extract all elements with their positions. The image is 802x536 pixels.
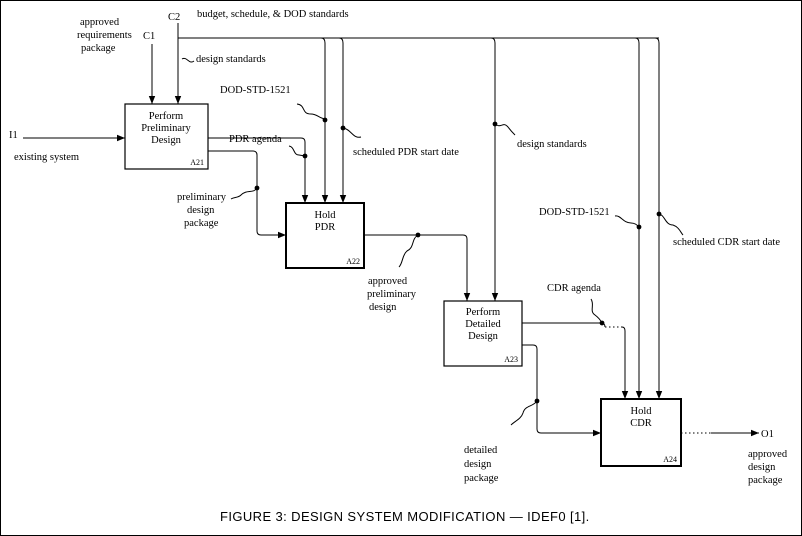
label-detailed-package-3: package (464, 473, 499, 484)
box-a24-line1: Hold (631, 406, 653, 417)
label-ties (181, 57, 684, 426)
label-dod-std-1: DOD-STD-1521 (220, 85, 291, 96)
label-approved-design-1: approved (748, 449, 788, 460)
label-approved-prelim-2: preliminary (367, 289, 417, 300)
box-a21-line2: Preliminary (141, 123, 191, 134)
figure-caption: FIGURE 3: DESIGN SYSTEM MODIFICATION — I… (220, 509, 590, 524)
label-approved-req-2: requirements (77, 30, 132, 41)
arrow-c2-a22-right (338, 37, 347, 203)
label-scheduled-cdr: scheduled CDR start date (673, 237, 780, 248)
box-a21-line3: Design (151, 135, 181, 146)
label-design-standards-1: design standards (196, 54, 266, 65)
activity-box-a22: Hold PDR A22 (285, 202, 365, 269)
arrow-cdr-agenda-a (522, 322, 606, 328)
squiggle-dod-2 (614, 215, 640, 228)
activity-box-a24: Hold CDR A24 (600, 398, 682, 467)
label-design-standards-2: design standards (517, 139, 587, 150)
label-cdr-agenda: CDR agenda (547, 283, 601, 294)
squiggle-cdr-agenda (590, 298, 603, 324)
dot-pdr-agenda (302, 153, 308, 159)
arrow-c2-a23 (490, 37, 499, 301)
activity-box-a23: Perform Detailed Design A23 (443, 300, 523, 367)
box-a23-line1: Perform (466, 307, 500, 318)
label-existing-system: existing system (14, 152, 79, 163)
label-c2: C2 (168, 12, 180, 23)
label-prelim-package-2: design (187, 205, 215, 216)
box-a22-line2: PDR (315, 222, 335, 233)
label-approved-req-3: package (81, 43, 116, 54)
label-dod-std-2: DOD-STD-1521 (539, 207, 610, 218)
label-detailed-package-1: detailed (464, 445, 498, 456)
label-approved-prelim-3: design (369, 302, 397, 313)
label-prelim-package-1: preliminary (177, 192, 227, 203)
label-approved-prelim-1: approved (368, 276, 408, 287)
box-a23-line2: Detailed (465, 319, 501, 330)
box-a24-line2: CDR (630, 418, 652, 429)
box-a21-node: A21 (190, 158, 204, 167)
arrow-c2-a24-left (634, 37, 643, 399)
squiggle-pdr-date (342, 127, 362, 138)
label-scheduled-pdr: scheduled PDR start date (353, 147, 459, 158)
label-approved-design-3: package (748, 475, 783, 486)
arrow-prelim-package (208, 150, 286, 239)
label-prelim-package-3: package (184, 218, 219, 229)
squiggle-design-std-2 (494, 123, 516, 136)
squiggle-design-std-1 (181, 57, 195, 63)
label-o1: O1 (761, 429, 774, 440)
squiggle-prelim-package (230, 187, 258, 200)
label-pdr-agenda: PDR agenda (229, 134, 282, 145)
box-a23-node: A23 (504, 355, 518, 364)
label-budget: budget, schedule, & DOD standards (197, 9, 349, 20)
box-a23-line3: Design (468, 331, 498, 342)
box-a22-node: A22 (346, 257, 360, 266)
box-a24-node: A24 (663, 455, 677, 464)
arrow-pdr-agenda (208, 137, 309, 203)
squiggle-detailed-package (510, 400, 538, 426)
label-i1: I1 (9, 130, 18, 141)
arrow-cdr-agenda-b (621, 326, 629, 399)
labels: approved requirements package C1 C2 budg… (9, 9, 788, 486)
squiggle-pdr-agenda (288, 145, 306, 157)
squiggle-dod-1 (296, 103, 326, 120)
squiggle-approved-prelim (398, 234, 419, 268)
label-detailed-package-2: design (464, 459, 492, 470)
label-approved-design-2: design (748, 462, 776, 473)
label-c1: C1 (143, 31, 155, 42)
box-a21-line1: Perform (149, 111, 183, 122)
arrow-c2-a24-right (654, 37, 663, 399)
dot-dod-1 (322, 117, 328, 123)
squiggle-cdr-date (658, 213, 684, 236)
label-approved-req-1: approved (80, 17, 120, 28)
activity-box-a21: Perform Preliminary Design A21 (124, 103, 209, 170)
box-a22-line1: Hold (315, 210, 337, 221)
arrow-approved-prelim (364, 234, 471, 301)
arrow-detailed-package (522, 344, 601, 437)
arrow-c2-a22-left (320, 37, 329, 203)
arrows (23, 23, 759, 437)
